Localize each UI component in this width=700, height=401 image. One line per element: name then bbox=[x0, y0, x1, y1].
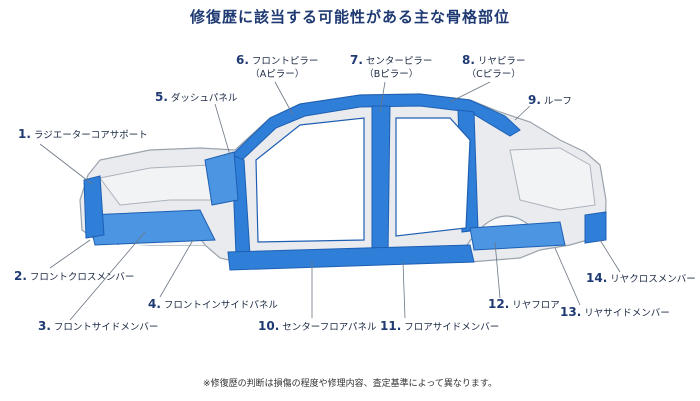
leader-12 bbox=[494, 241, 501, 299]
rear-cross-member bbox=[584, 211, 607, 244]
dash-panel bbox=[204, 151, 239, 206]
label-rear-floor: 12.リヤフロア bbox=[488, 297, 560, 312]
rocker-frame bbox=[227, 244, 475, 271]
leader-11 bbox=[402, 261, 406, 319]
leader-3 bbox=[69, 231, 146, 321]
label-c-pillar: 8.リヤピラー （Cピラー） bbox=[462, 53, 526, 81]
leader-7 bbox=[379, 81, 386, 113]
label-rear-cross-member: 14.リヤクロスメンバー bbox=[586, 271, 696, 286]
leader-13 bbox=[554, 247, 581, 306]
front-side-member bbox=[87, 209, 216, 246]
leader-4 bbox=[159, 239, 194, 298]
footnote: ※修復歴の判断は損傷の程度や修理内容、査定基準によって異なります。 bbox=[203, 379, 497, 389]
diagram-title: 修復歴に該当する可能性がある主な骨格部位 bbox=[189, 8, 510, 26]
label-front-side-member: 3.フロントサイドメンバー bbox=[38, 319, 159, 334]
leader-2 bbox=[49, 239, 91, 269]
label-front-cross-member: 2.フロントクロスメンバー bbox=[14, 269, 135, 284]
roof-frame bbox=[231, 93, 521, 161]
leader-14 bbox=[599, 239, 621, 273]
trunk-detail bbox=[509, 147, 596, 211]
label-b-pillar: 7.センターピラー （Bピラー） bbox=[350, 53, 433, 81]
leader-6 bbox=[274, 81, 294, 116]
label-radiator-core-support: 1.ラジエーターコアサポート bbox=[18, 127, 148, 142]
radiator-core-support bbox=[83, 175, 105, 239]
leader-9 bbox=[514, 105, 531, 121]
label-a-pillar: 6.フロントピラー （Aピラー） bbox=[236, 53, 319, 81]
front-door-opening bbox=[255, 117, 365, 243]
label-rear-side-member: 13.リヤサイドメンバー bbox=[560, 305, 670, 320]
b-pillar bbox=[371, 105, 391, 256]
label-front-inside-panel: 4.フロントインサイドパネル bbox=[148, 297, 278, 312]
leader-8 bbox=[449, 81, 491, 103]
leader-lines bbox=[39, 81, 621, 321]
label-dash-panel: 5.ダッシュパネル bbox=[155, 90, 238, 105]
label-floor-side-member: 11.フロアサイドメンバー bbox=[380, 319, 500, 334]
label-roof: 9.ルーフ bbox=[528, 93, 572, 108]
leader-1 bbox=[39, 143, 93, 185]
label-center-floor-panel: 10.センターフロアパネル bbox=[258, 319, 377, 334]
rear-door-opening bbox=[395, 117, 471, 237]
rear-floor bbox=[469, 221, 566, 251]
leader-5 bbox=[214, 103, 231, 156]
